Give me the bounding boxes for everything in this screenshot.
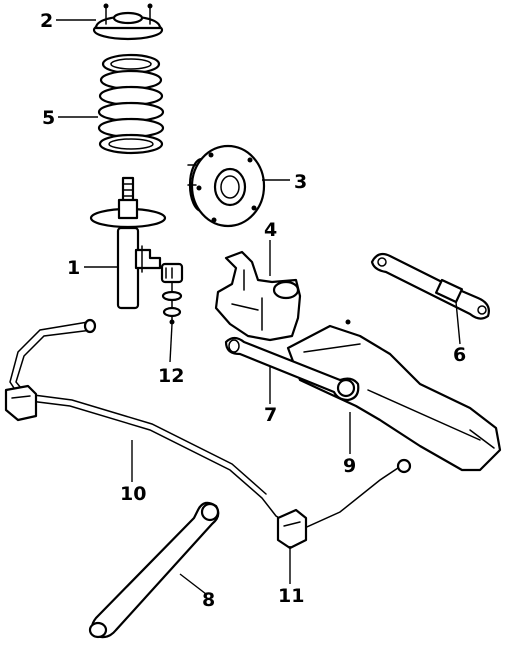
hub-bearing — [187, 144, 266, 228]
adjustable-link — [370, 252, 490, 320]
callout-3: 3 — [294, 171, 307, 193]
callout-8: 8 — [202, 589, 215, 611]
callout-1: 1 — [67, 257, 80, 279]
lateral-link — [88, 501, 220, 639]
callout-12: 12 — [158, 365, 184, 387]
callout-11: 11 — [278, 585, 304, 607]
stabilizer-bushing-left — [4, 384, 38, 422]
stabilizer-link — [160, 262, 184, 325]
stabilizer-bushing — [276, 508, 308, 550]
callout-6: 6 — [453, 344, 466, 366]
callout-7: 7 — [264, 404, 277, 426]
callout-9: 9 — [343, 455, 356, 477]
trailing-arm — [286, 319, 502, 472]
knuckle — [214, 250, 302, 342]
callout-10: 10 — [120, 483, 146, 505]
lower-control-arm — [224, 336, 360, 402]
callout-4: 4 — [264, 219, 277, 241]
coil-spring — [97, 53, 165, 155]
strut-mount — [92, 3, 164, 41]
callout-2: 2 — [40, 10, 53, 32]
strut-assembly — [89, 176, 167, 310]
callout-5: 5 — [42, 107, 55, 129]
leader-lines — [56, 19, 461, 595]
